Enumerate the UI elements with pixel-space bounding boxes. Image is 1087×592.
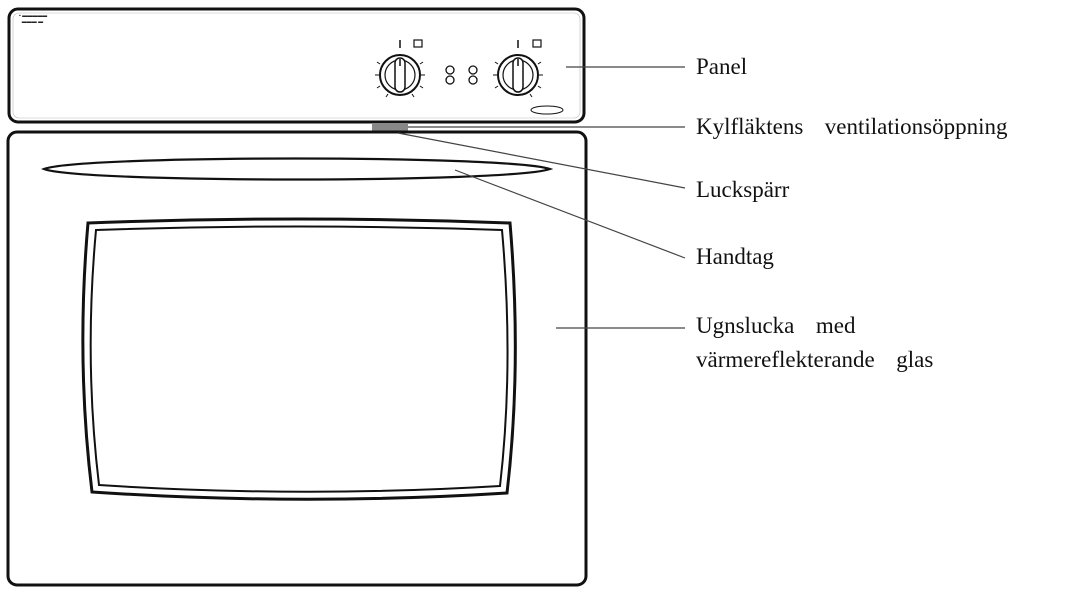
control-panel xyxy=(7,7,586,124)
oven-door xyxy=(6,130,588,587)
label-handle: Handtag xyxy=(696,244,774,269)
label-door-lock: Luckspärr xyxy=(696,177,790,202)
panel-inner-edge xyxy=(12,12,581,119)
thermostat-knob-icon xyxy=(493,54,543,98)
panel-frame xyxy=(7,7,586,124)
leader-lock xyxy=(397,132,686,189)
function-symbol-icon xyxy=(413,39,423,48)
label-door-line2: värmereflekterande glas xyxy=(696,347,934,372)
label-door-line1: Ugnslucka med xyxy=(696,313,856,338)
label-cooling-fan-vent: Kylfläktens ventilationsöppning xyxy=(696,114,1008,139)
label-panel: Panel xyxy=(696,54,748,79)
thermostat-symbol-icon xyxy=(532,39,542,48)
function-knob-icon xyxy=(375,54,425,98)
leader-handle xyxy=(454,169,686,259)
cooling-fan-vent xyxy=(372,124,408,133)
door-handle xyxy=(40,157,554,181)
brand-logo: ▪ ▬▬▬▬▬ ▬▬▬ ▬ xyxy=(19,13,48,25)
door-window-outer xyxy=(81,217,517,501)
door-window-inner xyxy=(89,225,509,493)
leader-lines xyxy=(397,66,686,329)
indicator-lamps-icon xyxy=(445,65,478,85)
model-badge-icon xyxy=(530,105,564,115)
